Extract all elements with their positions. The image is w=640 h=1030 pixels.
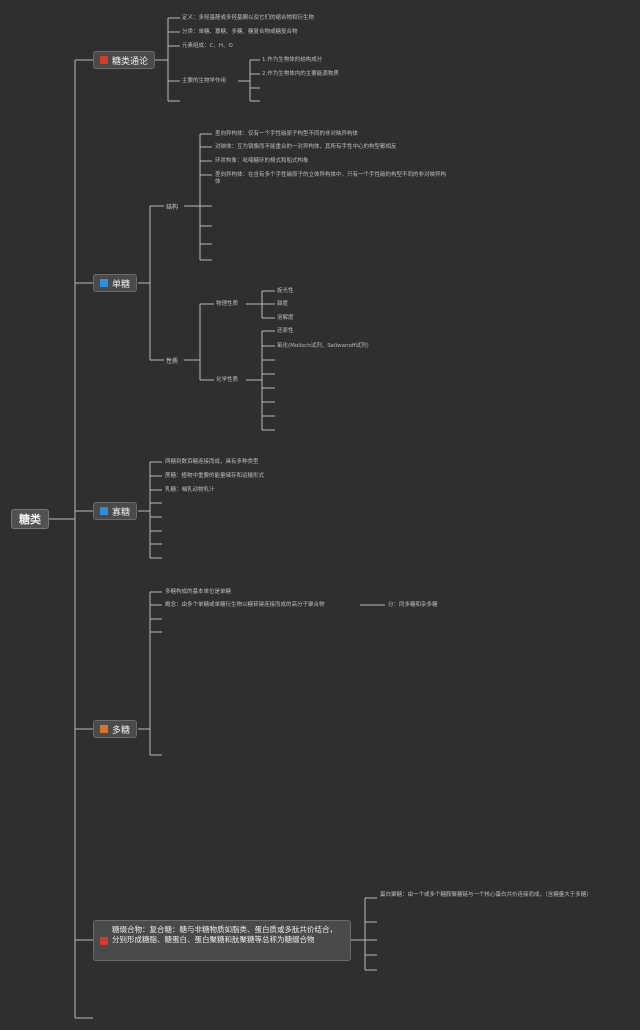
- structure-item: 差向异构体：在含有多个手性碳原子的立体异构体中，只有一个手性碳的构型不同的非对映…: [215, 172, 447, 185]
- branch-label: 糖类通论: [112, 56, 149, 67]
- structure-item: 环状构象：吡喃糖环的椅式和船式构象: [215, 158, 309, 164]
- overview-item: 定义：多羟基醛或多羟基酮以及它们的缩合物和衍生物: [182, 15, 315, 21]
- overview-item: 元素组成：C、H、O: [182, 43, 233, 49]
- physical-property-label: 物理性质: [216, 301, 239, 307]
- physical-property-item: 旋光性: [277, 288, 294, 294]
- oligosaccharide-item: 乳糖：哺乳动物乳汁: [165, 487, 215, 493]
- oligosaccharide-item: 蔗糖：植物中重要的能量储存和运输形式: [165, 473, 265, 479]
- root-label: 糖类: [19, 513, 41, 526]
- red-square-icon: [100, 56, 108, 64]
- overview-subitem: 1.作为生物体的结构成分: [262, 57, 323, 63]
- structure-label: 结构: [166, 204, 179, 211]
- overview-subitem: 2.作为生物体内的主要能源物质: [262, 71, 339, 77]
- polysaccharide-side-note: 分：同多糖和杂多糖: [388, 602, 438, 608]
- structure-item: 差向异构体：仅有一个手性碳原子构型不同的非对映异构体: [215, 131, 359, 137]
- polysaccharide-item: 概念：由多个单糖或单糖衍生物以糖苷键连接而成的高分子聚合物: [165, 602, 325, 608]
- blue-square-icon: [100, 279, 108, 287]
- branch-label: 糖缀合物：复合糖：糖与非糖物质如脂类、蛋白质或多肽共价结合，分别形成糖脂、糖蛋白…: [112, 925, 337, 944]
- oligosaccharide-item: 两糖到数百糖连接而成，具有多种类型: [165, 459, 259, 465]
- physical-property-item: 甜度: [277, 301, 289, 307]
- branch-node-polysaccharide[interactable]: 多糖: [93, 720, 138, 738]
- branch-label: 多糖: [112, 725, 131, 736]
- chemical-property-item: 还原性: [277, 328, 294, 334]
- glycoconjugate-item: 蛋白聚糖：由一个或多个糖胺聚糖链与一个核心蛋白共价连接而成，（含糖量大于多糖）: [380, 892, 592, 898]
- overview-item: 分类：单糖、寡糖、多糖、糖复合物或糖复合物: [182, 29, 298, 35]
- branch-label: 寡糖: [112, 507, 131, 518]
- branch-node-glycoconjugate[interactable]: 糖缀合物：复合糖：糖与非糖物质如脂类、蛋白质或多肽共价结合，分别形成糖脂、糖蛋白…: [93, 920, 351, 961]
- overview-subtopic: 主要的生物学作用: [182, 78, 227, 84]
- branch-node-monosaccharide[interactable]: 单糖: [93, 274, 138, 292]
- branch-label: 单糖: [112, 279, 131, 290]
- structure-item: 对映体：互为镜像而不能重合的一对异构体，其所有手性中心的构型都相反: [215, 144, 397, 150]
- blue-square-icon: [100, 507, 108, 515]
- physical-property-item: 溶解度: [277, 315, 294, 321]
- chemical-property-label: 化学性质: [216, 377, 239, 383]
- polysaccharide-item: 多糖构成的基本单位是单糖: [165, 589, 232, 595]
- branch-node-oligosaccharide[interactable]: 寡糖: [93, 502, 138, 520]
- root-node[interactable]: 糖类: [11, 509, 49, 529]
- branch-node-overview[interactable]: 糖类通论: [93, 51, 156, 69]
- property-label: 性质: [166, 358, 179, 365]
- orange-square-icon: [100, 725, 108, 733]
- chemical-property-item: 氧化(Molisch试剂、Seliwanoff试剂): [277, 343, 369, 349]
- red-square-icon: [100, 937, 108, 945]
